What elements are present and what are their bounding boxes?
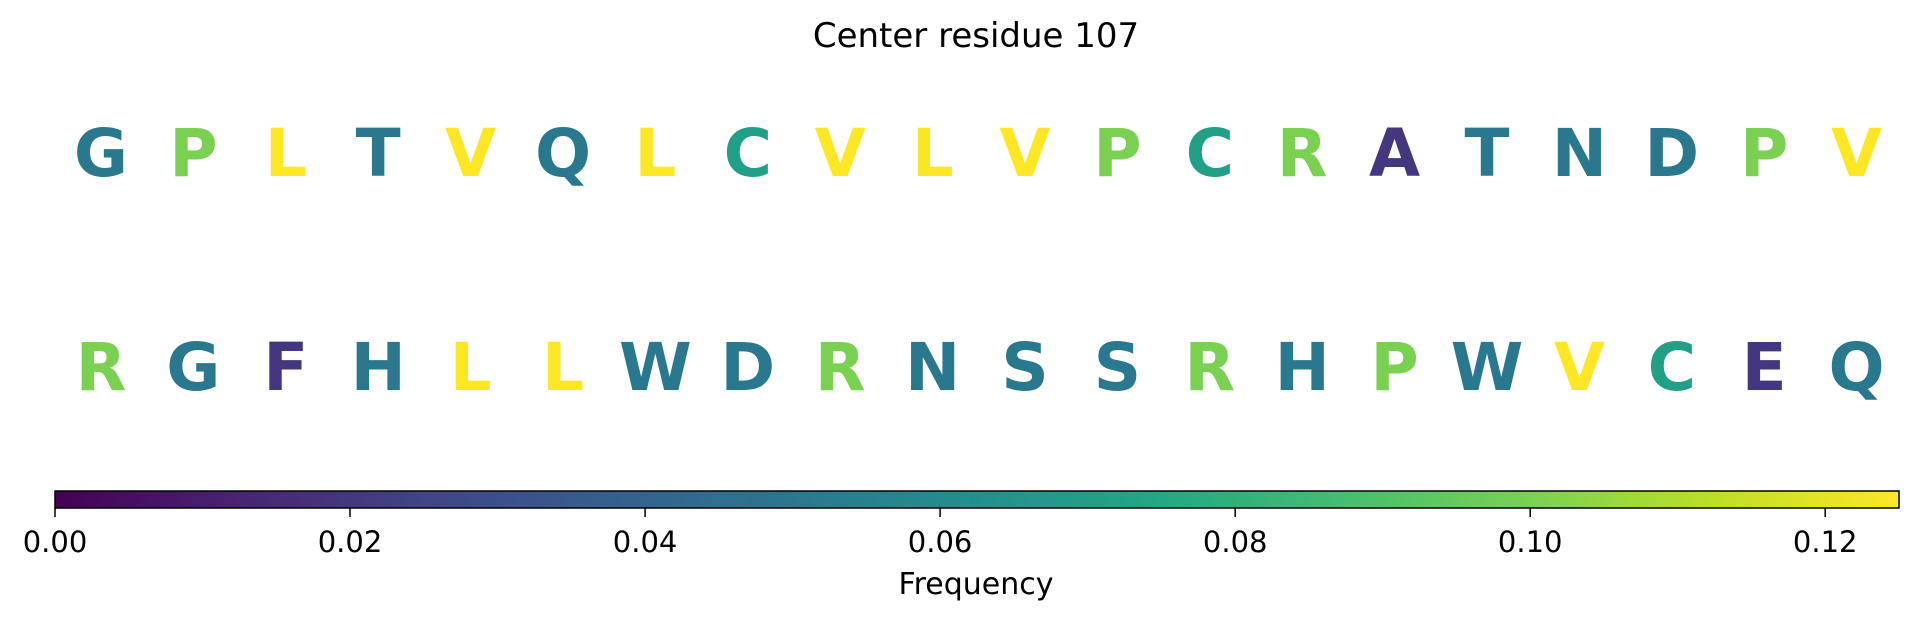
residue-letter: G (74, 115, 128, 192)
colorbar (54, 490, 1900, 509)
colorbar-ticks: 0.00 0.02 0.04 0.06 0.08 0.10 0.12 (23, 508, 1858, 559)
residue-letter: P (1370, 329, 1418, 406)
colorbar-tick-label: 0.08 (1203, 525, 1268, 559)
colorbar-tick-label: 0.12 (1793, 525, 1858, 559)
residue-letter: P (169, 115, 217, 192)
residue-letter: L (450, 329, 492, 406)
residue-letter: R (815, 329, 866, 406)
colorbar-tick-label: 0.10 (1498, 525, 1563, 559)
residue-letter: L (542, 329, 584, 406)
residue-letter: F (263, 329, 308, 406)
residue-letter: C (1186, 115, 1234, 192)
residue-letter: V (1831, 115, 1882, 192)
residue-letter: D (720, 329, 775, 406)
colorbar-tick-label: 0.02 (318, 525, 383, 559)
residue-letter: T (1464, 115, 1509, 192)
residue-letter: Q (535, 115, 591, 192)
colorbar-tick-label: 0.04 (613, 525, 678, 559)
residue-letter: G (166, 329, 220, 406)
residue-letter: R (76, 329, 127, 406)
colorbar-tick-label: 0.00 (23, 525, 88, 559)
residue-letter: L (265, 115, 307, 192)
residue-letter: N (1552, 115, 1607, 192)
residue-letter: V (1554, 329, 1605, 406)
residue-letter: L (634, 115, 676, 192)
residue-letter: S (1001, 329, 1049, 406)
residue-letter: E (1742, 329, 1787, 406)
residue-letter: P (1740, 115, 1788, 192)
residue-letter: L (912, 115, 954, 192)
residue-letter: T (356, 115, 401, 192)
residue-letter: H (351, 329, 406, 406)
residue-letter: N (905, 329, 960, 406)
residue-letter: D (1644, 115, 1699, 192)
residue-letter: C (1648, 329, 1696, 406)
residue-letter: W (619, 329, 692, 406)
residue-letter: V (815, 115, 866, 192)
residue-letter: R (1277, 115, 1328, 192)
residue-letter: C (724, 115, 772, 192)
residue-letter: W (1451, 329, 1524, 406)
residue-letter: V (999, 115, 1050, 192)
residue-letter: V (445, 115, 496, 192)
residue-letter: R (1184, 329, 1235, 406)
colorbar-tick-label: 0.06 (908, 525, 973, 559)
residue-letter: S (1094, 329, 1142, 406)
residue-letter: A (1369, 115, 1420, 192)
chart-title: Center residue 107 (813, 16, 1139, 56)
residue-letter: H (1275, 329, 1330, 406)
colorbar-label: Frequency (899, 567, 1054, 602)
residue-letter: Q (1829, 329, 1885, 406)
residue-letter: P (1093, 115, 1141, 192)
